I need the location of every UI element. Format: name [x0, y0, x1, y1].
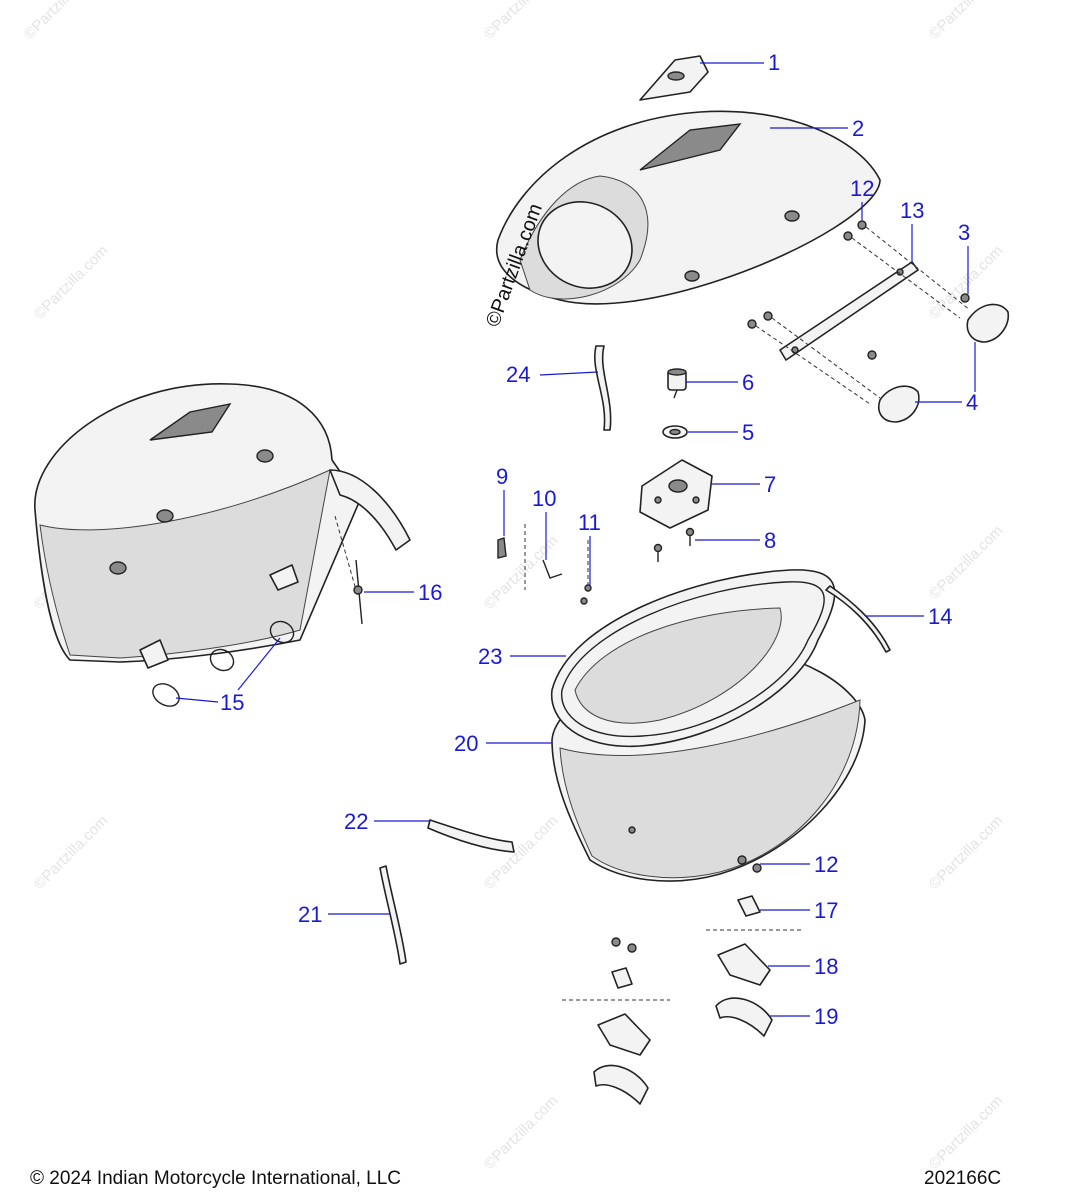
watermark-tile: ©Partzilla.com [31, 242, 112, 323]
callout-9: 9 [496, 464, 508, 489]
watermark-tile: ©Partzilla.com [926, 1092, 1007, 1173]
watermark-tile: ©Partzilla.com [926, 522, 1007, 603]
callout-20: 20 [454, 731, 478, 756]
part-14-seal-strip [825, 585, 891, 653]
part-5-grommet [662, 425, 688, 439]
part-11-pins [580, 540, 592, 605]
callout-2: 2 [852, 116, 864, 141]
part-16-strap [334, 515, 363, 625]
callout-10: 10 [532, 486, 556, 511]
part-19-rubber-block [593, 997, 773, 1105]
left-saddlebag-assembly [34, 383, 411, 669]
callout-11: 11 [578, 510, 601, 535]
callout-1: 1 [768, 50, 780, 75]
watermark-tile: ©Partzilla.com [481, 812, 562, 893]
copyright-notice: © 2024 Indian Motorcycle International, … [30, 1168, 401, 1189]
callout-12-upper: 12 [850, 176, 874, 201]
part-17-plate [562, 895, 802, 1001]
callout-15: 15 [220, 690, 244, 715]
part-1-latch-cover [639, 55, 709, 101]
watermark-tile: ©Partzilla.com [31, 812, 112, 893]
watermark-tile: ©Partzilla.com [481, 0, 562, 43]
callout-12-lower: 12 [814, 852, 838, 877]
callout-21: 21 [298, 902, 322, 927]
callout-22: 22 [344, 809, 368, 834]
part-6-lock-cylinder [667, 368, 687, 399]
callout-17: 17 [814, 898, 838, 923]
callout-13: 13 [900, 198, 924, 223]
callout-5: 5 [742, 420, 754, 445]
watermark-tile: ©Partzilla.com [926, 0, 1007, 43]
watermark-tile: ©Partzilla.com [926, 812, 1007, 893]
watermark-tile: ©Partzilla.com [481, 1092, 562, 1173]
watermark-tile: ©Partzilla.com [21, 0, 102, 43]
callout-4: 4 [966, 390, 978, 415]
callout-16: 16 [418, 580, 442, 605]
part-24-seal-strip [594, 345, 612, 431]
callout-14: 14 [928, 604, 952, 629]
part-8-screws [653, 527, 695, 562]
part-12-screws-upper [747, 220, 971, 405]
figure-id: 202166C [924, 1168, 1002, 1189]
callout-18: 18 [814, 954, 838, 979]
part-9-clip [497, 537, 507, 559]
part-21-trim-strip [379, 865, 407, 965]
leader-lines [175, 62, 976, 1017]
callout-6: 6 [742, 370, 754, 395]
callout-23: 23 [478, 644, 502, 669]
callout-numbers: 1 2 3 4 5 6 7 8 9 10 11 12 12 13 14 15 1… [220, 50, 978, 1029]
part-22-trim-strip [427, 819, 515, 853]
part-2-saddlebag-lid [495, 110, 881, 305]
part-4-emblems [878, 303, 1010, 423]
callout-8: 8 [764, 528, 776, 553]
part-12-screws-lower [611, 855, 762, 953]
part-10-bracket [524, 524, 563, 590]
part-7-latch-mechanism [639, 459, 713, 529]
part-18-bracket-block [597, 943, 771, 1056]
callout-24: 24 [506, 362, 530, 387]
callout-7: 7 [764, 472, 776, 497]
callout-3: 3 [958, 220, 970, 245]
callout-19: 19 [814, 1004, 838, 1029]
part-15-loops [152, 620, 295, 707]
watermark-tile: ©Partzilla.com [481, 532, 562, 613]
part-13-bracket-strip [779, 261, 919, 361]
part-23-trim-ring [550, 569, 836, 748]
part-3-screw [960, 293, 970, 303]
